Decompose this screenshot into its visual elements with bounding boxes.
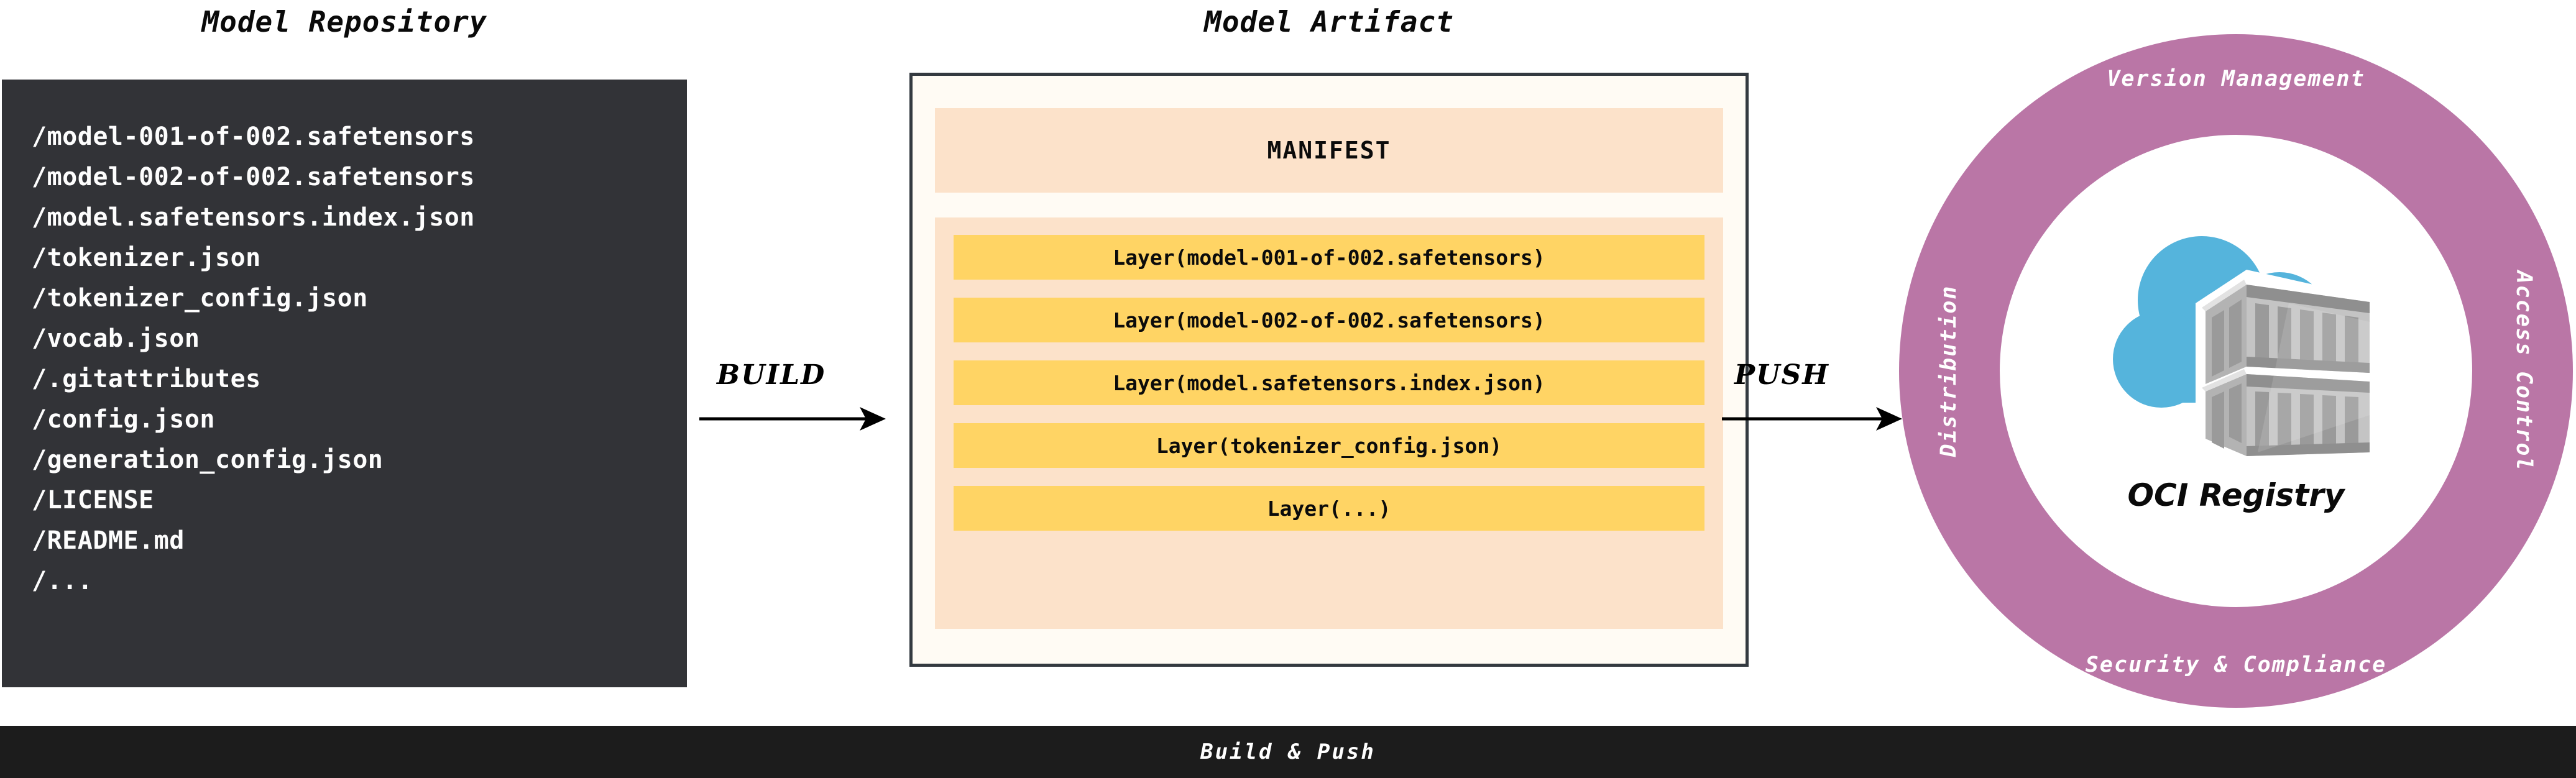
oci-registry-diagram: Version Management Access Control Securi… — [1899, 34, 2573, 708]
layer-label: Layer(model-001-of-002.safetensors) — [1113, 245, 1545, 270]
repo-file-item: /... — [32, 567, 93, 595]
repo-file-item: /README.md — [32, 526, 185, 555]
layers-container: Layer(model-001-of-002.safetensors) Laye… — [935, 217, 1723, 629]
ring-label-security-compliance: Security & Compliance — [2085, 652, 2387, 677]
arrow-right-icon — [699, 407, 886, 431]
ring-label-version-management: Version Management — [2107, 66, 2365, 91]
layer-label: Layer(model-002-of-002.safetensors) — [1113, 308, 1545, 332]
build-arrow-group: BUILD — [699, 359, 923, 433]
model-repository-panel: /model-001-of-002.safetensors /model-002… — [2, 80, 687, 687]
layer-label: Layer(...) — [1267, 496, 1391, 521]
registry-center-content: OCI Registry — [2000, 135, 2472, 607]
model-artifact-panel: MANIFEST Layer(model-001-of-002.safetens… — [909, 73, 1749, 667]
ring-label-access-control: Access Control — [2511, 270, 2536, 472]
layer-chip: Layer(model.safetensors.index.json) — [954, 360, 1704, 405]
layer-chip: Layer(tokenizer_config.json) — [954, 423, 1704, 468]
model-repository-title: Model Repository — [201, 5, 487, 39]
layer-label: Layer(model.safetensors.index.json) — [1113, 370, 1545, 395]
repo-file-item: /tokenizer_config.json — [32, 284, 368, 313]
repo-file-item: /LICENSE — [32, 486, 154, 515]
layer-chip: Layer(model-001-of-002.safetensors) — [954, 235, 1704, 280]
model-artifact-title: Model Artifact — [1204, 5, 1454, 39]
repo-file-item: /config.json — [32, 405, 215, 434]
ring-label-distribution: Distribution — [1936, 285, 1961, 457]
cloud-container-icon — [2113, 236, 2370, 465]
push-arrow-label: PUSH — [1734, 359, 1829, 391]
layer-chip: Layer(...) — [954, 486, 1704, 531]
registry-name-label: OCI Registry — [2127, 477, 2345, 513]
footer-label: Build & Push — [1200, 739, 1376, 764]
layer-label: Layer(tokenizer_config.json) — [1156, 433, 1502, 458]
repo-file-item: /vocab.json — [32, 324, 200, 353]
build-arrow-label: BUILD — [717, 359, 826, 391]
arrow-right-icon — [1722, 407, 1902, 431]
push-arrow-group: PUSH — [1722, 359, 1933, 433]
layer-chip: Layer(model-002-of-002.safetensors) — [954, 298, 1704, 342]
repo-file-item: /model-002-of-002.safetensors — [32, 163, 475, 191]
repo-file-item: /model-001-of-002.safetensors — [32, 122, 475, 151]
manifest-box: MANIFEST — [935, 108, 1723, 193]
repo-file-item: /generation_config.json — [32, 446, 384, 474]
repo-file-item: /model.safetensors.index.json — [32, 203, 475, 232]
footer-bar: Build & Push — [0, 726, 2576, 778]
repo-file-item: /tokenizer.json — [32, 244, 261, 272]
manifest-label: MANIFEST — [1267, 137, 1391, 164]
repo-file-item: /.gitattributes — [32, 365, 261, 393]
